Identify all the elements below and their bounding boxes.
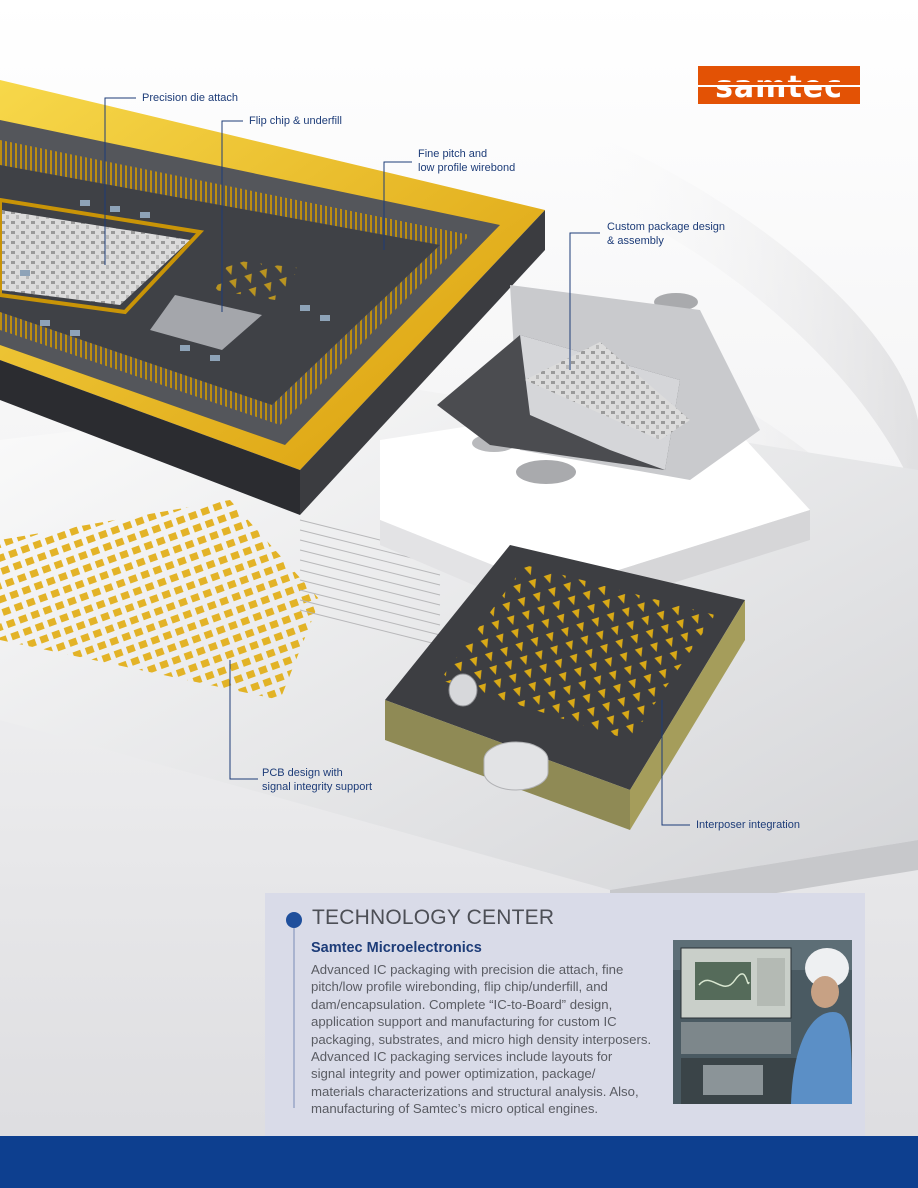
svg-text:samtec: samtec bbox=[715, 70, 843, 104]
timeline-line bbox=[293, 928, 295, 1108]
callout-interposer-integration: Interposer integration bbox=[696, 819, 800, 831]
callout-precision-die-attach: Precision die attach bbox=[142, 92, 238, 104]
technology-center-body: Advanced IC packaging with precision die… bbox=[311, 962, 652, 1117]
callout-pcb-design: PCB design with signal integrity support bbox=[262, 767, 373, 793]
samtec-microelectronics-subheading: Samtec Microelectronics bbox=[311, 940, 482, 956]
lab-technician-photo bbox=[673, 940, 852, 1104]
callout-flip-chip-underfill: Flip chip & underfill bbox=[249, 115, 342, 127]
samtec-logo: samtec bbox=[698, 66, 860, 104]
callout-fine-pitch-wirebond: Fine pitch and low profile wirebond bbox=[418, 148, 516, 174]
footer-bar bbox=[0, 1136, 918, 1188]
callout-custom-package-design: Custom package design & assembly bbox=[607, 221, 726, 247]
technology-center-heading: TECHNOLOGY CENTER bbox=[312, 906, 555, 929]
bullet-dot bbox=[286, 912, 302, 928]
